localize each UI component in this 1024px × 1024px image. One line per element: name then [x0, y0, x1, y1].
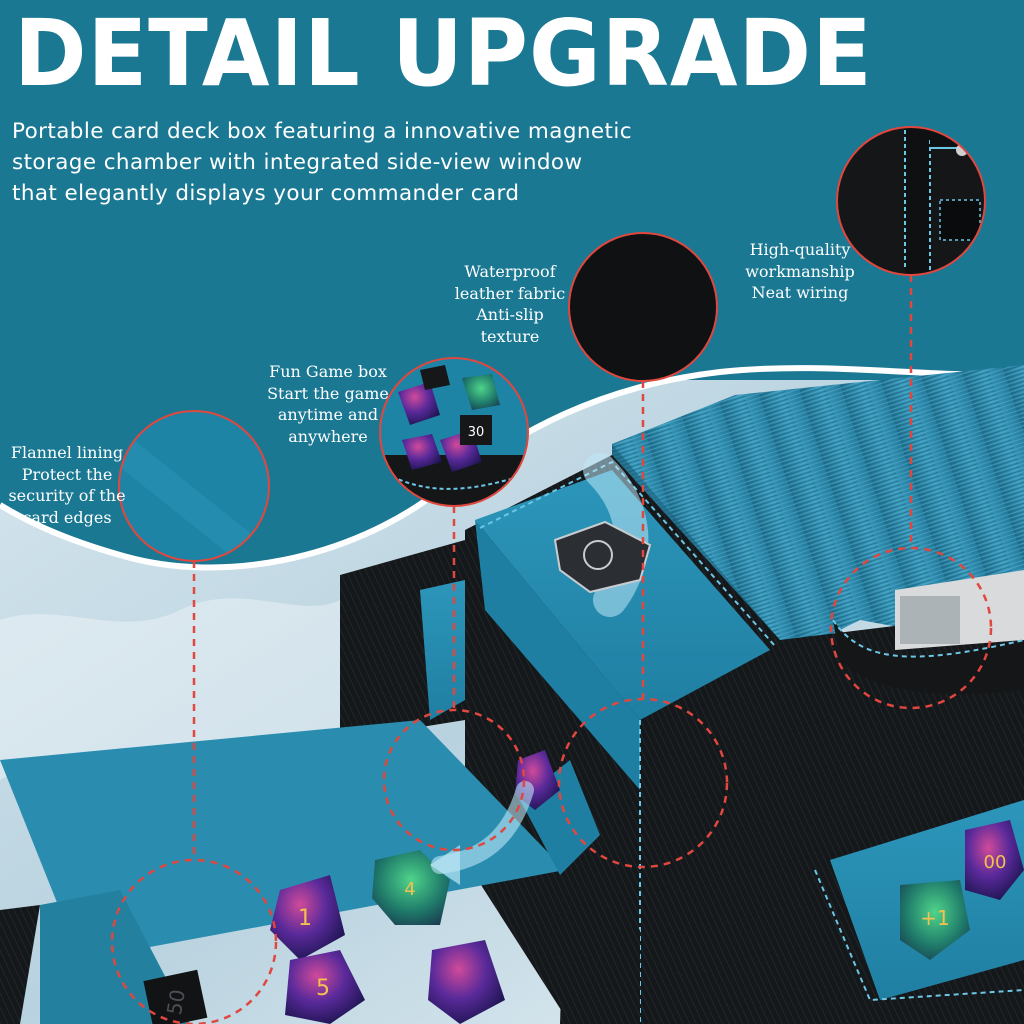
dice-group-left: 1 5 4 50 — [143, 750, 560, 1024]
flannel-callout-circle — [118, 410, 270, 562]
connector-lines — [192, 275, 913, 860]
callout-line: security of the — [8, 486, 126, 505]
callout-line: anywhere — [288, 426, 368, 446]
die-label-1: 1 — [298, 906, 312, 931]
dice-tower — [465, 453, 780, 1024]
callout-line: Anti-slip — [476, 305, 544, 324]
callout-line: leather fabric — [454, 283, 566, 303]
callout-workmanship: High-quality workmanship Neat wiring — [730, 239, 870, 304]
callout-line: texture — [480, 326, 540, 346]
dice-group-right: +1 00 — [900, 820, 1024, 960]
callout-line: workmanship — [745, 261, 855, 281]
callout-line: High-quality — [749, 240, 851, 259]
frost-texture — [0, 598, 340, 780]
callout-line: Protect the — [21, 464, 113, 484]
callout-line: Fun Game box — [269, 362, 387, 381]
die-label-00: 00 — [984, 852, 1007, 873]
target-circle-game — [382, 708, 526, 852]
die-label-50: 50 — [162, 988, 190, 1017]
callout-game-box: Fun Game box Start the game anytime and … — [258, 361, 398, 447]
callout-line: anytime and — [277, 405, 379, 424]
workmanship-callout-circle — [836, 126, 986, 276]
callout-line: Flannel lining — [10, 443, 124, 462]
callout-flannel-lining: Flannel lining Protect the security of t… — [2, 442, 132, 528]
teal-wave — [0, 0, 1024, 567]
target-circle-flannel — [110, 858, 278, 1024]
die-label-30: 30 — [468, 425, 485, 440]
headline: DETAIL UPGRADE — [14, 0, 873, 107]
intro-text: Portable card deck box featuring a innov… — [12, 116, 652, 209]
callout-line: Start the game — [267, 383, 389, 403]
leather-callout-circle — [568, 232, 718, 382]
intro-line: that elegantly displays your commander c… — [12, 181, 520, 206]
left-tray — [0, 540, 640, 1024]
callout-line: Neat wiring — [751, 283, 849, 302]
target-circle-work — [829, 546, 993, 710]
intro-line: Portable card deck box featuring a innov… — [12, 119, 632, 144]
die-label-plus1: +1 — [920, 906, 949, 930]
die-label-5: 5 — [316, 976, 330, 1001]
callout-line: Waterproof — [464, 262, 556, 281]
callout-leather-fabric: Waterproof leather fabric Anti-slip text… — [450, 261, 570, 347]
callout-line: card edges — [22, 507, 112, 527]
intro-line: storage chamber with integrated side-vie… — [12, 150, 583, 175]
die-label-4: 4 — [404, 879, 415, 900]
